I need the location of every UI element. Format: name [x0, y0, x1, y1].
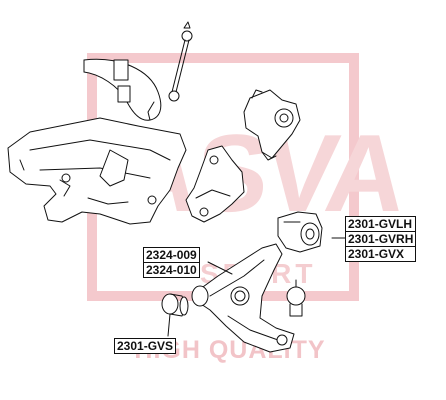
label-group-bushing: 2301-GVLH 2301-GVRH 2301-GVX	[345, 216, 417, 262]
arm-mount-bracket	[185, 145, 245, 223]
leader-small-bushing	[167, 313, 171, 337]
label-group-arm: 2324-009 2324-010	[143, 247, 200, 278]
part-label-2301-gvrh[interactable]: 2301-GVRH	[345, 231, 417, 247]
part-label-2301-gvx[interactable]: 2301-GVX	[345, 246, 417, 262]
stabilizer-bar	[83, 58, 162, 121]
small-bushing	[161, 293, 189, 317]
subframe	[7, 117, 187, 225]
lower-control-arm	[191, 243, 295, 353]
ball-joint	[286, 279, 306, 317]
leader-lines	[167, 237, 347, 337]
part-label-2301-gvlh[interactable]: 2301-GVLH	[345, 216, 417, 232]
part-label-2324-010[interactable]: 2324-010	[143, 262, 200, 278]
steering-knuckle	[243, 89, 301, 161]
part-label-2324-009[interactable]: 2324-009	[143, 247, 200, 263]
leader-arm-group	[207, 261, 233, 275]
rear-bushing	[277, 211, 323, 253]
part-label-2301-gvs[interactable]: 2301-GVS	[114, 338, 177, 354]
stabilizer-link	[168, 21, 193, 102]
